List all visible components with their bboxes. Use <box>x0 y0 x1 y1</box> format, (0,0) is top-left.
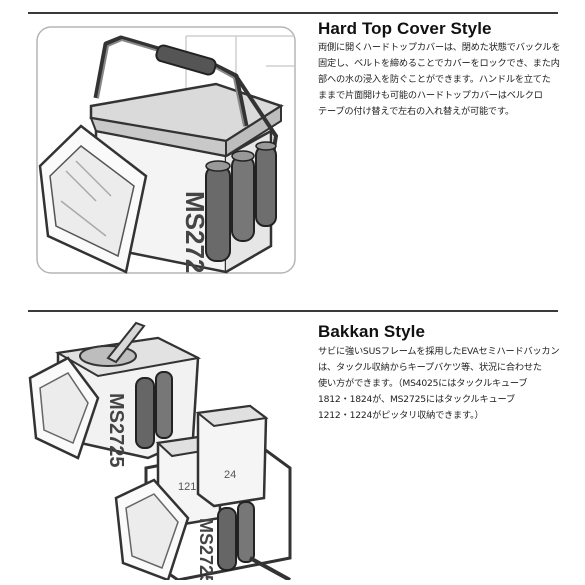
section-body-hard-top: 両側に開くハードトップカバーは、閉めた状態でバックルを 固定し、ベルトを締めるこ… <box>318 40 580 120</box>
upper-box-model-label: MS2725 <box>105 393 127 468</box>
body-line: 両側に開くハードトップカバーは、閉めた状態でバックルを <box>318 42 561 53</box>
body-line: 1812・1824が、MS2725にはタックルキューブ <box>318 394 515 405</box>
section-body-bakkan: サビに強いSUSフレームを採用したEVAセミハードバッカン は、タックル収納から… <box>318 344 580 424</box>
body-line: テープの付け替えで左右の入れ替えが可能です。 <box>318 106 514 117</box>
hard-top-cover-illustration: MS2725 <box>36 26 296 274</box>
body-line: は、タックル収納からキープバケツ等、状況に合わせた <box>318 362 542 373</box>
section-divider-bakkan <box>28 310 558 312</box>
bakkan-style-illustration: MS2725 1212 24 MS2725 <box>28 318 300 580</box>
box-model-label: MS2725 <box>180 191 210 274</box>
body-line: 固定し、ベルトを締めることでカバーをロックでき、また内 <box>318 58 560 69</box>
body-line: 使い方ができます。（MS4025にはタックルキューブ <box>318 378 528 389</box>
section-title-hard-top: Hard Top Cover Style <box>318 19 492 38</box>
section-title-bakkan: Bakkan Style <box>318 322 426 341</box>
lower-box-model-label: MS2725 <box>196 518 216 580</box>
body-line: 部への水の浸入を防ぐことができます。ハンドルを立てた <box>318 74 551 85</box>
cube-label-24: 24 <box>224 469 236 481</box>
cube-label-1212: 1212 <box>178 481 202 493</box>
section-divider-hard-top <box>28 12 558 14</box>
body-line: サビに強いSUSフレームを採用したEVAセミハードバッカン <box>318 346 560 357</box>
body-line: 1212・1224がピッタリ収納できます。） <box>318 410 484 421</box>
body-line: ままで片面開けも可能のハードトップカバーはベルクロ <box>318 90 543 101</box>
